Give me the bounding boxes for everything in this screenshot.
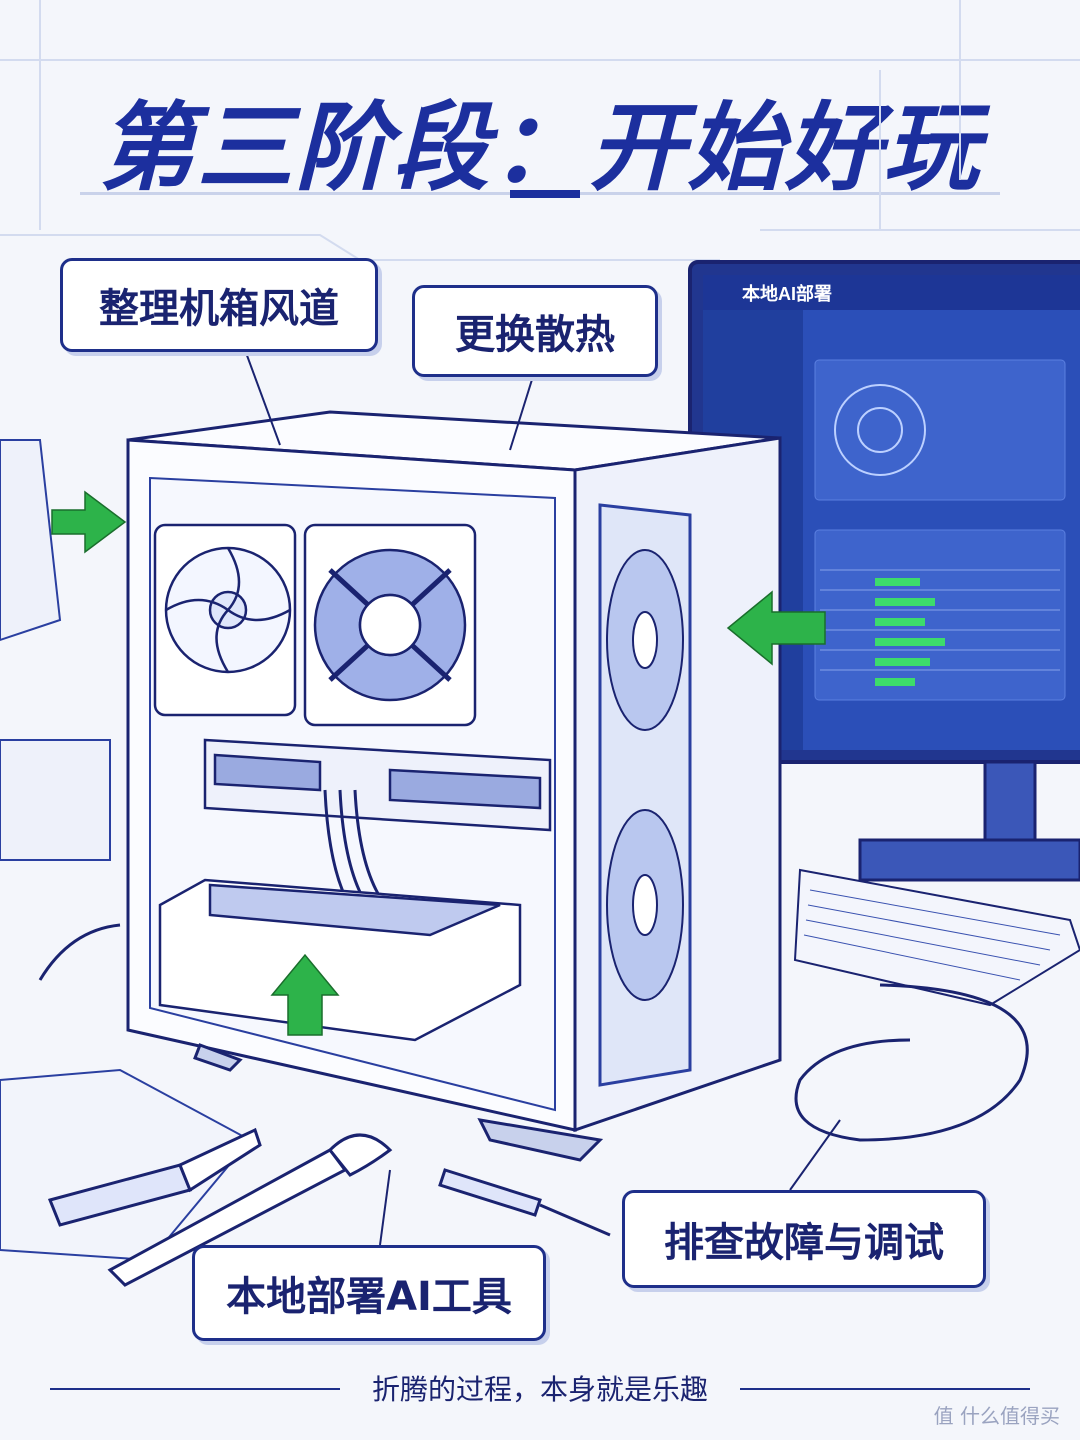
- pliers-tool: [47, 1127, 262, 1227]
- callout-local-ai: 本地部署AI工具: [192, 1245, 546, 1341]
- callout-airflow-label: 整理机箱风道: [99, 286, 339, 332]
- callout-local-ai-label: 本地部署AI工具: [226, 1274, 512, 1320]
- screwdriver-tool: [438, 1168, 611, 1237]
- callout-debug: 排查故障与调试: [622, 1190, 986, 1288]
- callout-airflow: 整理机箱风道: [60, 258, 378, 352]
- airflow-arrow-right: [726, 590, 826, 666]
- footer-caption: 折腾的过程，本身就是乐趣: [371, 1373, 708, 1406]
- callout-cooling-label: 更换散热: [455, 312, 615, 358]
- airflow-arrow-up: [270, 953, 340, 1036]
- footer-rule-right: [740, 1388, 1030, 1390]
- keyboard: [793, 868, 1080, 1007]
- watermark: 值 什么值得买: [933, 1404, 1060, 1428]
- wrench-tool: [107, 1133, 393, 1287]
- footer-rule-left: [50, 1388, 340, 1390]
- fan-cpu-cooler: [303, 523, 477, 727]
- fan-side-bottom: [606, 809, 684, 1001]
- fan-left: [153, 523, 297, 717]
- page-title: 第三阶段：开始好玩: [99, 92, 981, 204]
- callout-debug-label: 排查故障与调试: [664, 1220, 944, 1266]
- fan-side-top: [606, 549, 684, 731]
- power-supply: [158, 878, 522, 1042]
- monitor-app-title: 本地AI部署: [742, 283, 832, 304]
- title-divider-accent: [510, 190, 580, 198]
- callout-cooling: 更换散热: [412, 285, 658, 377]
- graphics-card: [203, 738, 552, 832]
- airflow-arrow-left: [51, 490, 127, 554]
